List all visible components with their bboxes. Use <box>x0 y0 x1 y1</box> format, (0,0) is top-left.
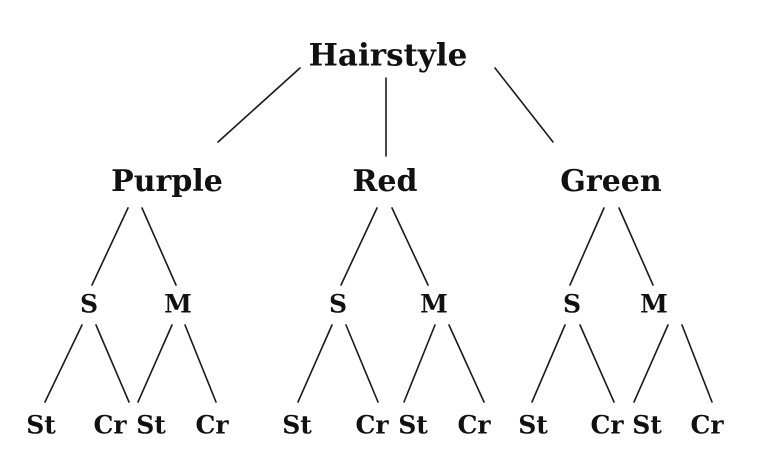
edge-red-s <box>340 207 378 286</box>
edge-purple-s-cr <box>95 324 130 403</box>
edge-red-s-cr <box>345 324 379 403</box>
edge-green-m <box>618 207 654 286</box>
edge-green-s-st <box>531 324 566 403</box>
tree-labels: Hairstyle Purple Red Green S M S M S M S… <box>26 38 724 440</box>
node-purple-s: S <box>80 290 98 319</box>
node-green-s: S <box>563 290 581 319</box>
node-purple-s-st: St <box>26 411 56 440</box>
node-purple-m: M <box>164 290 192 319</box>
node-red: Red <box>353 164 418 199</box>
edge-purple-m-cr <box>184 324 217 403</box>
node-purple-s-cr: Cr <box>93 411 127 440</box>
node-purple-m-cr: Cr <box>195 411 229 440</box>
edge-purple-s <box>91 207 129 286</box>
edge-green-m-cr <box>681 324 713 403</box>
node-red-s-cr: Cr <box>355 411 389 440</box>
node-green-m: M <box>640 290 668 319</box>
node-green-m-st: St <box>632 411 662 440</box>
node-green-m-cr: Cr <box>690 411 724 440</box>
edge-green-m-st <box>633 324 669 403</box>
node-red-m-st: St <box>398 411 428 440</box>
edge-red-m-cr <box>448 324 485 403</box>
node-red-s-st: St <box>282 411 312 440</box>
node-red-s: S <box>329 290 347 319</box>
node-green-s-cr: Cr <box>590 411 624 440</box>
edge-red-m <box>391 207 429 286</box>
edge-purple-m-st <box>137 324 173 403</box>
edge-green-s <box>569 207 605 286</box>
node-purple-m-st: St <box>136 411 166 440</box>
edge-root-green <box>494 67 554 143</box>
edge-green-s-cr <box>579 324 615 403</box>
node-red-m: M <box>420 290 448 319</box>
node-purple: Purple <box>111 164 223 199</box>
edge-root-purple <box>217 67 301 143</box>
edge-purple-m <box>141 207 177 286</box>
edge-purple-s-st <box>44 324 83 403</box>
edge-red-s-st <box>297 324 333 403</box>
node-red-m-cr: Cr <box>457 411 491 440</box>
node-green: Green <box>560 164 662 199</box>
node-green-s-st: St <box>518 411 548 440</box>
edge-red-m-st <box>403 324 436 403</box>
tree-edges <box>44 67 713 403</box>
node-root: Hairstyle <box>309 38 468 74</box>
